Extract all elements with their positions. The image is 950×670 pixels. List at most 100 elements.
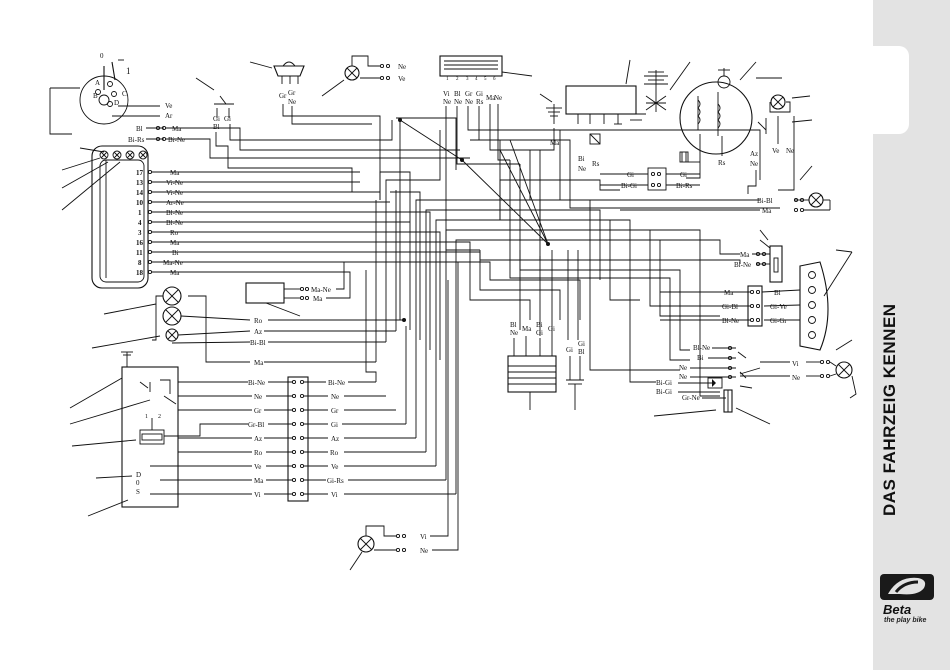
svg-text:Ma: Ma (254, 477, 264, 485)
svg-text:Bi-Ne: Bi-Ne (248, 379, 265, 387)
svg-text:Ne: Ne (750, 160, 758, 168)
svg-text:Bi-Gi: Bi-Gi (621, 182, 637, 190)
fuel-sensor: Gr Gr Ne (249, 61, 381, 200)
svg-text:Bi-Bl: Bi-Bl (757, 197, 773, 205)
ignition-coil (644, 61, 691, 112)
svg-text:Bi-Ne: Bi-Ne (168, 136, 185, 144)
svg-text:Gi: Gi (680, 171, 687, 179)
pin-row: 10 Ar-Ne (136, 199, 390, 207)
svg-text:Vi: Vi (420, 533, 427, 541)
rear-lamp: Bi-Bl Ma (600, 144, 831, 215)
svg-text:1: 1 (446, 77, 449, 82)
right-top-switches: Az Ne Ve Ne (747, 77, 813, 194)
svg-text:Bi-Ne: Bi-Ne (328, 379, 345, 387)
svg-text:Ma: Ma (550, 139, 560, 147)
svg-text:Ne: Ne (494, 94, 502, 102)
ignition-pos-1: 1 (126, 66, 131, 76)
svg-text:Bi-Rs: Bi-Rs (128, 136, 145, 144)
section-title: DAS FAHRZEIG KENNEN (880, 303, 899, 517)
svg-text:Ne: Ne (786, 147, 794, 155)
svg-text:Bi: Bi (172, 249, 179, 257)
brake-switch: Ma Bl-Ne (734, 229, 783, 283)
svg-text:Ne: Ne (465, 98, 473, 106)
svg-text:Ma-Ne: Ma-Ne (311, 286, 331, 294)
svg-text:Ma: Ma (313, 295, 323, 303)
handlebar-connector: Ma Gi-Bl Bl-Ne Bl Gi-Ve Gi-Gr (650, 285, 801, 327)
left-lamps: Ro Az Bi-Bl Ma (91, 286, 406, 367)
svg-text:Rs: Rs (476, 98, 484, 106)
svg-text:Vi: Vi (254, 491, 261, 499)
svg-text:Bl-Ne: Bl-Ne (722, 317, 739, 325)
svg-text:Ma: Ma (762, 207, 772, 215)
svg-text:Ne: Ne (578, 165, 586, 173)
svg-text:Bi-Rs: Bi-Rs (676, 182, 693, 190)
svg-text:Gi: Gi (536, 329, 543, 337)
ground-symbol: Ma (530, 93, 562, 151)
svg-text:Ne: Ne (288, 98, 296, 106)
svg-text:6: 6 (493, 77, 496, 82)
svg-text:Gi: Gi (331, 421, 338, 429)
svg-text:Ne: Ne (679, 364, 687, 372)
svg-text:Az: Az (254, 328, 262, 336)
svg-text:Bi: Bi (578, 155, 585, 163)
relay-box: Ma-Ne Ma (245, 262, 351, 317)
svg-text:Gr: Gr (254, 407, 262, 415)
svg-text:18: 18 (136, 269, 144, 277)
svg-text:Gi-Bl: Gi-Bl (722, 303, 738, 311)
svg-text:Ar-Ne: Ar-Ne (166, 199, 184, 207)
ignition-pos-0: 0 (100, 52, 104, 60)
svg-text:Ne: Ne (254, 393, 262, 401)
svg-text:Ma: Ma (522, 325, 532, 333)
svg-text:Vi: Vi (331, 491, 338, 499)
svg-text:2: 2 (158, 414, 161, 420)
right-lamp: Vi Ne (740, 339, 857, 399)
bottom-lamp: Vi Ne (349, 262, 459, 571)
svg-text:Gi: Gi (213, 115, 220, 123)
svg-text:1: 1 (145, 414, 148, 420)
svg-text:Bi-Bl: Bi-Bl (250, 339, 266, 347)
svg-text:2: 2 (456, 77, 459, 82)
beta-logo-icon: Beta (880, 574, 934, 617)
switch-pos-s: S (136, 488, 140, 496)
svg-text:Gi: Gi (627, 171, 634, 179)
svg-text:Ro: Ro (330, 449, 339, 457)
svg-text:Az: Az (254, 435, 262, 443)
svg-text:Bi-Gi: Bi-Gi (656, 388, 672, 396)
svg-text:Ma: Ma (172, 125, 182, 133)
svg-text:4: 4 (138, 219, 142, 227)
svg-text:16: 16 (136, 239, 144, 247)
svg-text:10: 10 (136, 199, 144, 207)
logo-text: Beta (883, 602, 911, 617)
svg-text:Bi: Bi (697, 354, 704, 362)
svg-text:Ma: Ma (740, 251, 750, 259)
sidebar-tab[interactable] (873, 46, 909, 134)
svg-text:Ro: Ro (254, 449, 263, 457)
svg-text:Gi: Gi (224, 115, 231, 123)
ignition-pos-d: D (114, 99, 119, 107)
svg-text:13: 13 (136, 179, 144, 187)
svg-text:Ne: Ne (454, 98, 462, 106)
svg-text:Ro: Ro (170, 229, 179, 237)
svg-text:Ma: Ma (486, 94, 496, 102)
svg-text:Ar: Ar (165, 112, 173, 120)
ignition-pos-c: C (122, 90, 127, 98)
svg-text:Gi: Gi (548, 325, 555, 333)
svg-text:3: 3 (138, 229, 142, 237)
svg-text:Ne: Ne (420, 547, 428, 555)
svg-text:Gr: Gr (465, 90, 473, 98)
svg-text:Bl: Bl (578, 348, 585, 356)
logo-tagline: the play bike (884, 617, 927, 624)
svg-text:Bl: Bl (454, 90, 461, 98)
